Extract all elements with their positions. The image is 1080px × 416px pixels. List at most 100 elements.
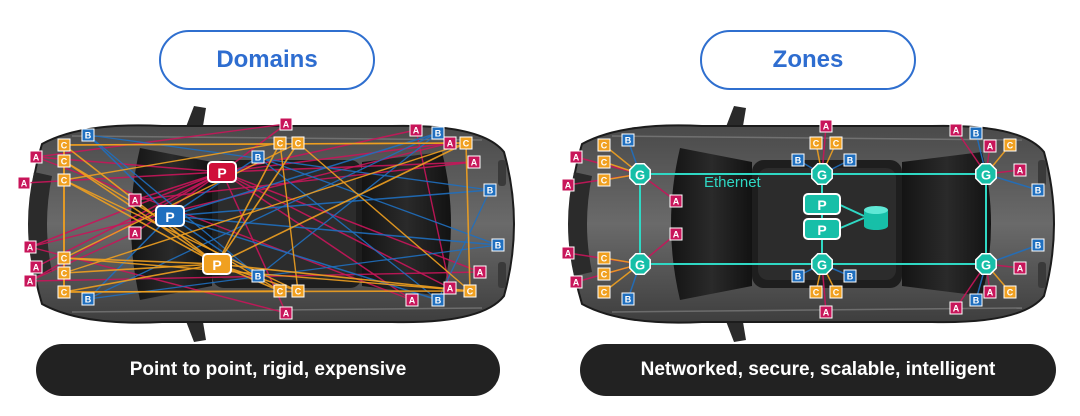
domains-title-pill: Domains <box>159 30 375 90</box>
domain-node-a-13: A <box>128 193 142 207</box>
svg-text:C: C <box>833 288 840 298</box>
svg-text:A: A <box>823 308 830 318</box>
domain-node-c-0: C <box>57 138 71 152</box>
domain-node-a-1: A <box>17 176 31 190</box>
zone-node-b-5-1: B <box>1031 238 1045 252</box>
domain-node-c-5: C <box>57 285 71 299</box>
domain-node-a-6: A <box>409 123 423 137</box>
zone-node-a-5-2: A <box>1013 261 1027 275</box>
domain-node-c-2: C <box>57 173 71 187</box>
svg-text:G: G <box>981 258 991 273</box>
svg-text:A: A <box>27 277 34 287</box>
domain-node-a-8: A <box>467 155 481 169</box>
zone-node-c-2-0: C <box>1003 138 1017 152</box>
svg-text:A: A <box>471 158 478 168</box>
zone-gateway-0: G <box>629 163 651 185</box>
ethernet-label: Ethernet <box>704 174 762 191</box>
domain-node-c-11: C <box>463 284 477 298</box>
zone-node-a-inner-3-0: A <box>669 227 683 241</box>
svg-text:B: B <box>495 241 502 251</box>
svg-text:B: B <box>795 156 802 166</box>
svg-text:C: C <box>601 141 608 151</box>
svg-text:B: B <box>625 136 632 146</box>
svg-text:B: B <box>847 272 854 282</box>
svg-text:G: G <box>817 258 827 273</box>
svg-text:A: A <box>823 122 830 132</box>
svg-text:C: C <box>61 141 68 151</box>
domain-node-a-0: A <box>29 150 43 164</box>
zone-node-b-2-0: B <box>969 126 983 140</box>
svg-text:C: C <box>813 139 820 149</box>
zone-node-a-3-0: A <box>561 246 575 260</box>
zone-node-b-4-0: B <box>791 269 805 283</box>
svg-text:B: B <box>1035 186 1042 196</box>
svg-text:C: C <box>277 287 284 297</box>
domain-node-c-1: C <box>57 154 71 168</box>
svg-text:C: C <box>295 139 302 149</box>
domain-node-a-12: A <box>279 306 293 320</box>
svg-text:C: C <box>61 269 68 279</box>
svg-text:C: C <box>467 287 474 297</box>
svg-text:A: A <box>27 243 34 253</box>
zone-node-a-0-0: A <box>569 150 583 164</box>
domain-processor-red: P <box>207 161 237 183</box>
domain-node-c-4: C <box>57 266 71 280</box>
domain-node-b-5: B <box>251 269 265 283</box>
zone-node-a-2-1: A <box>983 139 997 153</box>
svg-text:C: C <box>601 158 608 168</box>
domain-node-a-9: A <box>473 265 487 279</box>
svg-text:A: A <box>565 249 572 259</box>
svg-text:C: C <box>601 254 608 264</box>
zone-node-a-3-1: A <box>569 275 583 289</box>
zone-node-a-2-0: A <box>949 123 963 137</box>
svg-text:P: P <box>165 209 174 225</box>
zone-node-a-5-1: A <box>983 285 997 299</box>
zone-node-b-1-0: B <box>791 153 805 167</box>
svg-text:G: G <box>635 168 645 183</box>
svg-text:B: B <box>973 129 980 139</box>
domain-node-b-3: B <box>483 183 497 197</box>
domain-processor-orange: P <box>202 253 232 275</box>
zone-gateway-2: G <box>975 163 997 185</box>
domain-node-a-11: A <box>443 281 457 295</box>
svg-text:B: B <box>435 129 442 139</box>
zones-title: Zones <box>772 46 844 73</box>
domain-node-c-6: C <box>273 136 287 150</box>
zones-caption: Networked, secure, scalable, intelligent <box>640 359 996 380</box>
svg-text:G: G <box>981 168 991 183</box>
zone-gateway-3: G <box>629 253 651 275</box>
svg-text:A: A <box>987 142 994 152</box>
zone-node-c-4-1: C <box>829 285 843 299</box>
domain-node-a-5: A <box>279 117 293 131</box>
zone-gateway-1: G <box>811 163 833 185</box>
zone-node-c-0-2: C <box>597 173 611 187</box>
svg-text:A: A <box>447 284 454 294</box>
svg-text:A: A <box>132 229 139 239</box>
domains-caption-bar: Point to point, rigid, expensive <box>36 344 500 396</box>
zone-node-c-1-0: C <box>809 136 823 150</box>
svg-text:A: A <box>33 153 40 163</box>
svg-text:B: B <box>255 153 262 163</box>
zone-processor-top: P <box>803 193 841 215</box>
svg-text:A: A <box>953 126 960 136</box>
svg-text:B: B <box>625 295 632 305</box>
svg-text:C: C <box>61 288 68 298</box>
zone-node-b-3-0: B <box>621 292 635 306</box>
domain-node-c-3: C <box>57 251 71 265</box>
svg-text:C: C <box>813 288 820 298</box>
svg-text:A: A <box>447 139 454 149</box>
svg-text:P: P <box>817 222 826 238</box>
svg-text:P: P <box>217 165 226 181</box>
svg-text:B: B <box>1035 241 1042 251</box>
svg-text:A: A <box>673 197 680 207</box>
svg-text:B: B <box>85 131 92 141</box>
zone-node-c-1-1: C <box>829 136 843 150</box>
svg-text:A: A <box>132 196 139 206</box>
svg-text:A: A <box>33 263 40 273</box>
zone-node-c-0-1: C <box>597 155 611 169</box>
svg-text:G: G <box>817 168 827 183</box>
svg-text:B: B <box>85 295 92 305</box>
